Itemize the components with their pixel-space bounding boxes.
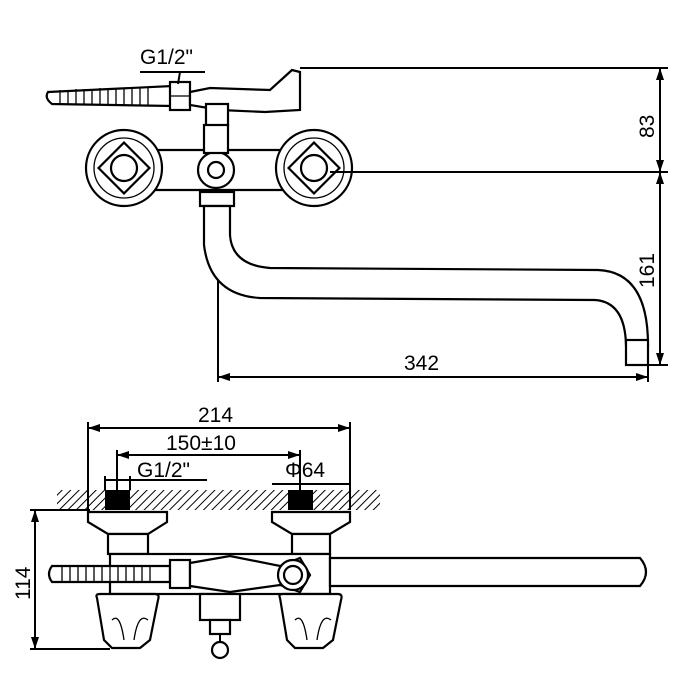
shower-hose [45,80,192,112]
front-view: 214 150±10 G1/2" Φ64 114 [12,404,648,660]
front-dimensions [30,422,351,650]
dim-height-lower: 161 [636,253,659,288]
top-view: G1/2" [45,46,668,382]
dim-spout-length: 342 [404,352,439,375]
center-outlet [198,592,242,622]
right-valve-handle [274,128,354,208]
dim-flange-diameter: Φ64 [285,459,325,482]
top-dimensions [217,67,668,382]
spout [328,556,648,588]
right-flange [270,510,352,536]
left-valve-handle [84,128,164,208]
thread-label: G1/2" [137,459,190,482]
spout [202,204,650,347]
dim-overall-width: 214 [198,404,233,427]
dim-height-upper: 83 [636,115,659,138]
right-valve-handle [278,592,343,650]
dim-height: 114 [12,566,35,600]
left-flange [86,510,169,536]
hose-thread-label: G1/2" [140,46,193,69]
left-valve-handle [95,592,160,650]
dim-center-distance: 150±10 [166,432,236,455]
